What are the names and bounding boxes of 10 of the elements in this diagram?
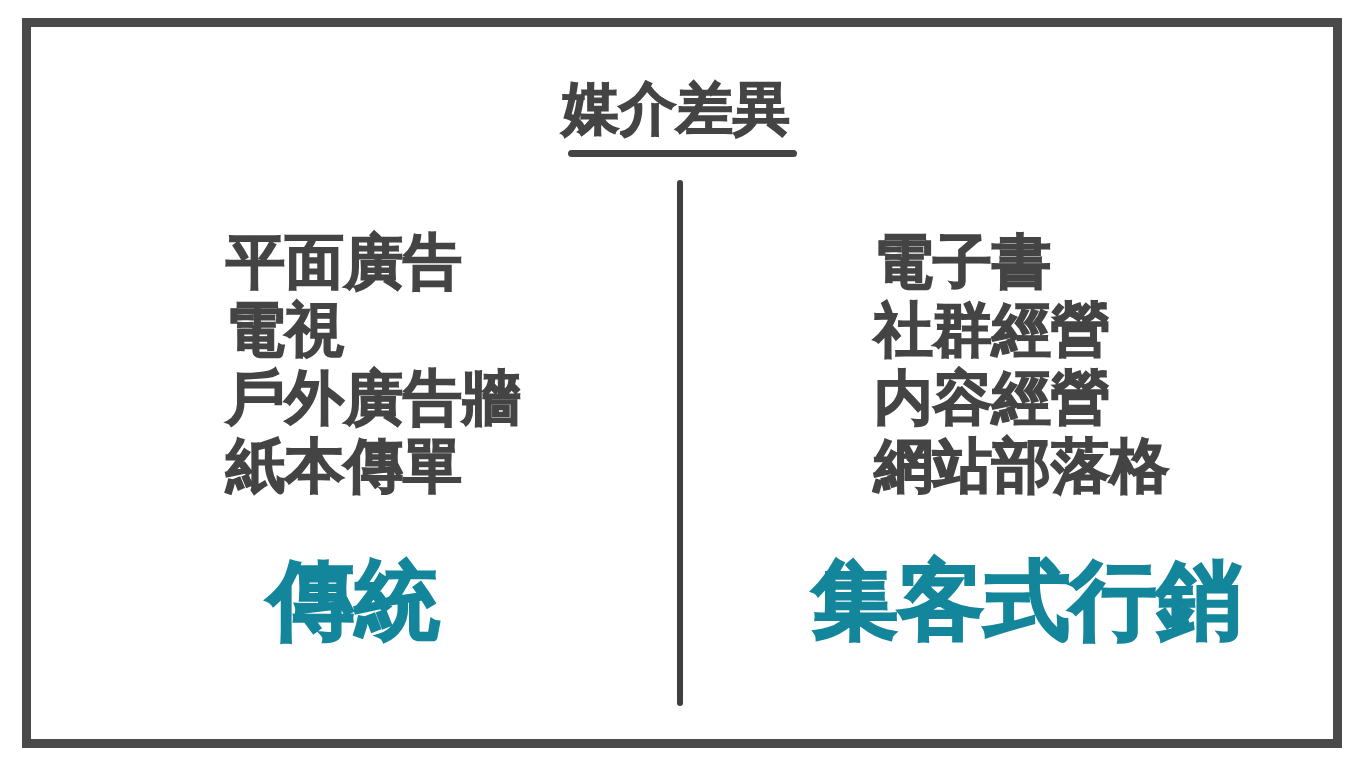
list-item: 紙本傳單 — [226, 432, 462, 500]
list-item: 電視 — [226, 296, 344, 364]
list-item: 電子書 — [874, 228, 1051, 296]
title: 媒介差異 — [562, 76, 790, 140]
list-item: 社群經營 — [874, 296, 1110, 364]
list-item: 平面廣告 — [226, 228, 462, 296]
list-item: 網站部落格 — [874, 432, 1169, 500]
list-item: 内容經營 — [874, 364, 1110, 432]
list-item: 戶外廣告牆 — [226, 364, 521, 432]
column-heading: 集客式行銷 — [812, 550, 1242, 650]
